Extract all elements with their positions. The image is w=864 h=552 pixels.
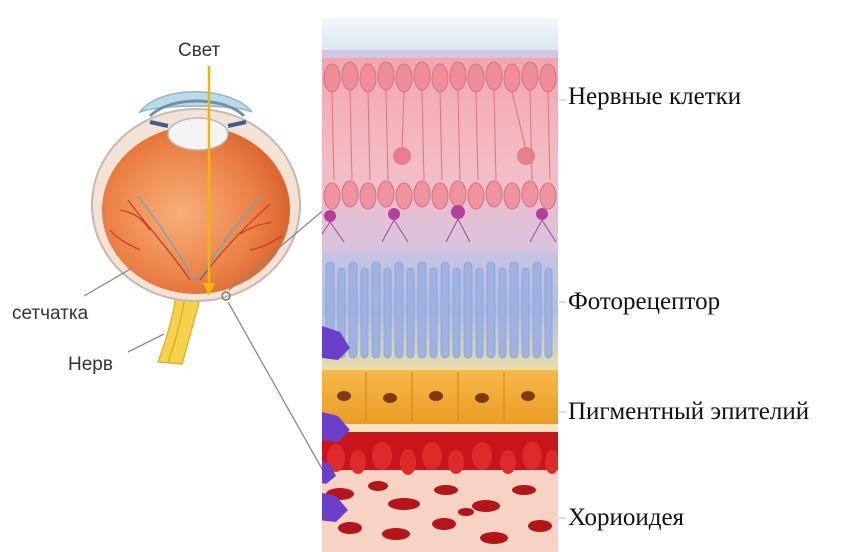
nerve-label: Нерв xyxy=(68,354,113,376)
lens xyxy=(168,118,228,150)
layer-label-pigment-epithelium: Пигментный эпителий xyxy=(568,398,809,426)
inner-surface xyxy=(322,18,558,54)
layer-label-nerve-cells: Нервные клетки xyxy=(568,83,741,111)
retina-label: сетчатка xyxy=(12,303,88,325)
light-label: Свет xyxy=(178,40,220,62)
layer-label-choroid: Хориоидея xyxy=(568,504,684,532)
layer-label-photoreceptor: Фоторецептор xyxy=(568,288,720,316)
eyeball-illustration xyxy=(92,92,300,364)
retina-cross-section xyxy=(318,18,559,552)
